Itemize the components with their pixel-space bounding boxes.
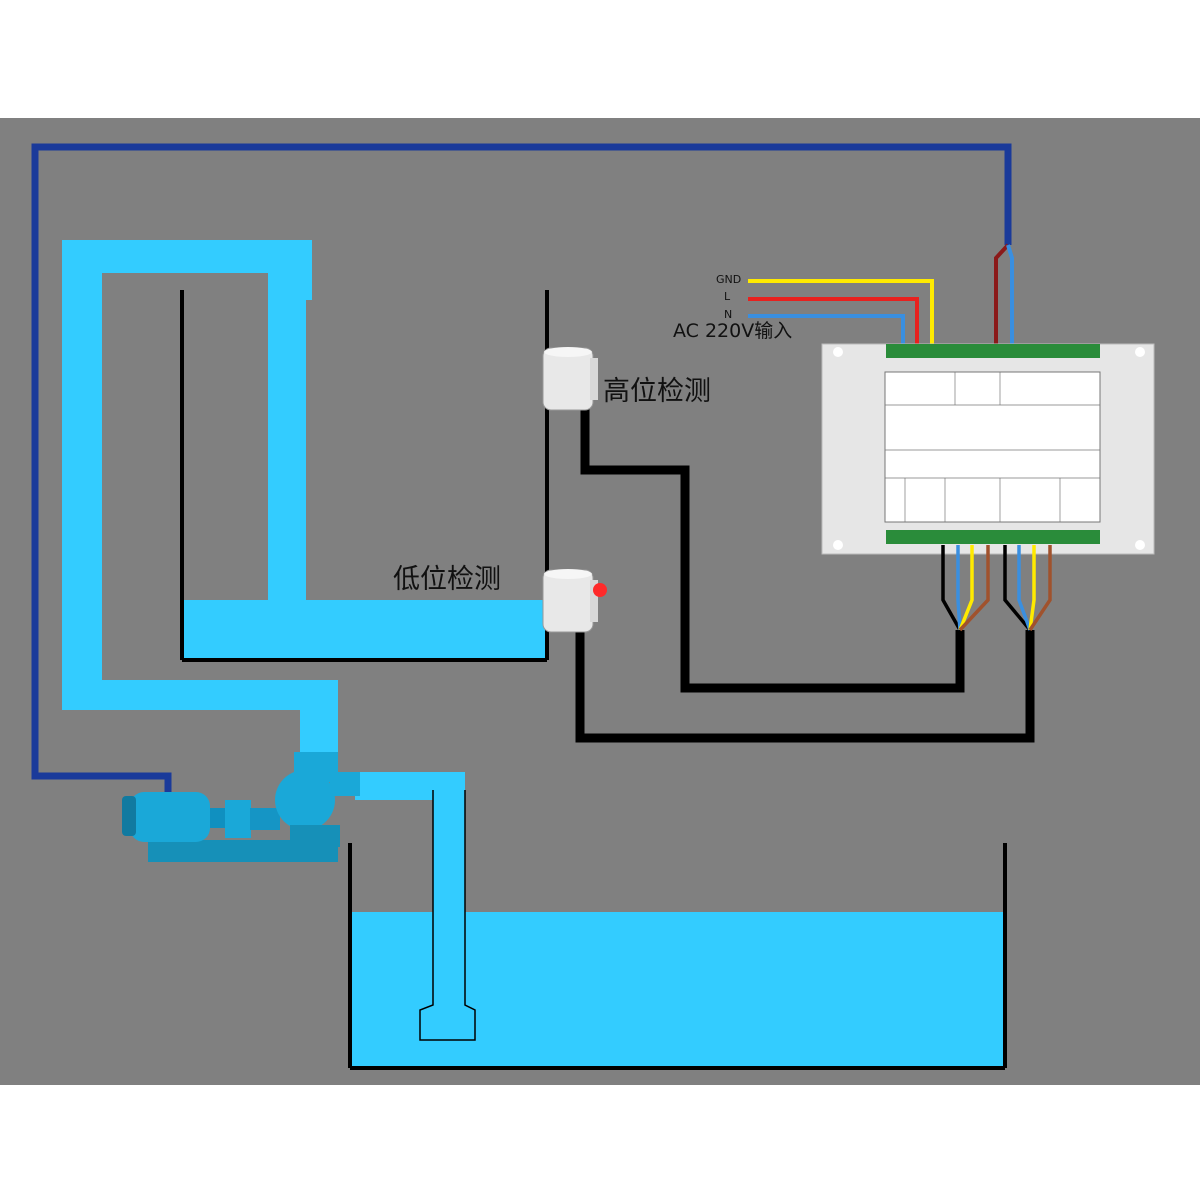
wire-l-label: L — [724, 290, 731, 303]
low-sensor-label: 低位检测 — [393, 564, 501, 595]
sensor-cables — [575, 402, 1035, 743]
relay-controller-module-icon — [821, 343, 1155, 555]
wire-gnd-label: GND — [716, 273, 741, 286]
wire-n-label: N — [724, 308, 732, 321]
blue-control-wire — [31, 143, 1012, 800]
lower-tank — [348, 843, 1007, 1070]
high-sensor-label: 高位检测 — [603, 376, 711, 407]
upper-tank-water — [182, 600, 547, 660]
power-input-label: AC 220V输入 — [673, 320, 792, 342]
power-wires — [748, 279, 934, 352]
red-led-icon — [593, 583, 607, 597]
pipe-network — [62, 240, 475, 1040]
lower-tank-water — [352, 912, 1003, 1068]
centrifugal-pump-icon — [122, 752, 360, 862]
low-level-sensor — [542, 569, 607, 633]
high-level-sensor — [542, 347, 598, 411]
